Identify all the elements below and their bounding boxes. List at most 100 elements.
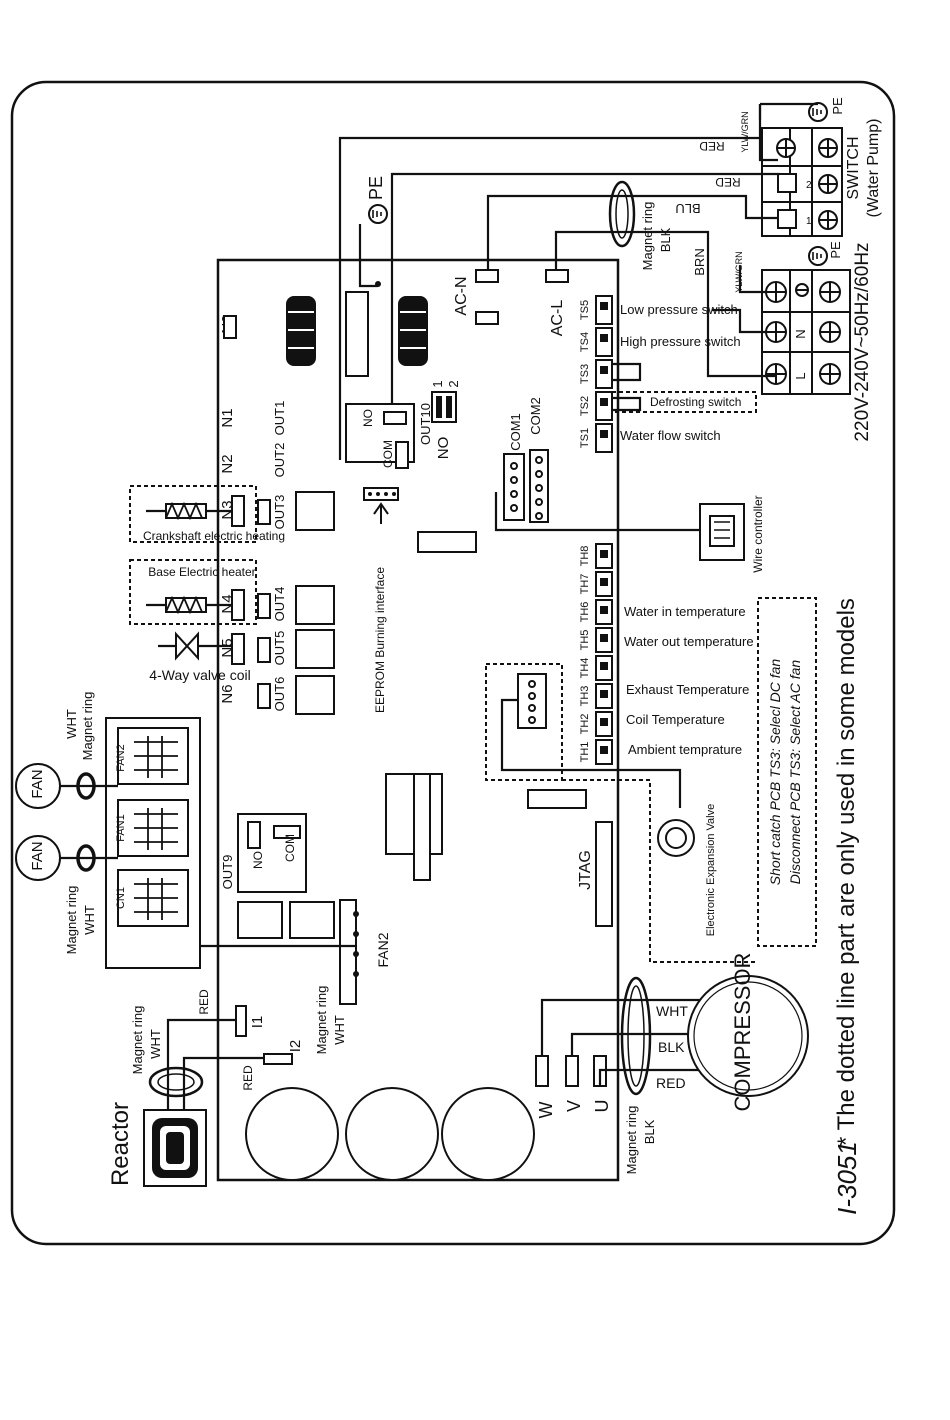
n4-connector — [231, 589, 245, 621]
fan-connector-pins — [134, 736, 178, 920]
defrosting-switch-label: Defrosting switch — [650, 395, 741, 409]
ts2-label: TS2 — [579, 396, 591, 416]
cn1-connector-label: CN1 — [115, 887, 127, 909]
terminal-n-label: N — [793, 329, 808, 338]
out2-label: OUT2 — [272, 443, 287, 478]
power-supply-label: 220V-240V~50Hz/60Hz — [852, 242, 873, 441]
exv-coil-icon — [657, 819, 695, 857]
n-power-wire — [712, 308, 766, 334]
th3-label: TH3 — [579, 686, 591, 707]
base-heater-dotted-box — [129, 559, 257, 625]
ts3-label: TS3 — [579, 364, 591, 384]
v-label: V — [564, 1100, 584, 1112]
fan-note-line2: Disconnect PCB TS3: Select AC fan — [787, 660, 803, 885]
compressor-ring-label: Magnet ring — [624, 1106, 639, 1175]
eeprom-connector — [363, 487, 399, 501]
out10-connector — [431, 391, 457, 423]
u-label: U — [592, 1100, 612, 1113]
fan-note-dotted-box — [757, 597, 817, 947]
jtag-label: JTAG — [577, 850, 594, 890]
water-out-temp-label: Water out temperature — [624, 634, 754, 649]
fan2-board-label: FAN2 — [375, 932, 391, 967]
ac-l-label: AC-L — [549, 300, 566, 337]
out3-label: OUT3 — [272, 495, 287, 530]
relay-com-label: COM — [381, 440, 395, 468]
switch-terminal-block: 2 1 PE YLW/GRN SWITCH (Water Pump) RED R… — [699, 97, 882, 237]
th2-label: TH2 — [579, 714, 591, 735]
out10-no-label: NO — [435, 437, 452, 460]
w-label: W — [536, 1102, 556, 1119]
switch-terminal-2: 2 — [806, 180, 812, 191]
four-way-valve-label: 4-Way valve coil — [149, 667, 250, 683]
coil-temp-label: Coil Temperature — [626, 712, 725, 727]
capacitor — [345, 1087, 439, 1181]
water-in-temp-label: Water in temperature — [624, 604, 746, 619]
magnet-ring-fan-upper — [76, 772, 96, 800]
reactor-ring-label: Magnet ring — [130, 1006, 145, 1075]
switch-ylwgrn-label: YLW/GRN — [740, 111, 750, 152]
low-pressure-switch-label: Low pressure switch — [620, 302, 738, 317]
reactor-ring-color: WHT — [148, 1029, 163, 1059]
ts4-label: TS4 — [579, 332, 591, 352]
crankshaft-dotted-box — [129, 485, 257, 543]
ground-icon — [808, 102, 828, 122]
th4-label: TH4 — [579, 658, 591, 679]
w-connector — [535, 1055, 549, 1087]
wire-brn-label: BRN — [692, 248, 707, 275]
ac-n-connector — [475, 269, 499, 283]
wire-blu-label: BLU — [675, 201, 700, 216]
crankshaft-label: Crankshaft electric heating — [143, 529, 285, 543]
figure-id: I-3051 — [832, 1141, 862, 1215]
power-pe-label: PE — [828, 241, 843, 259]
heater-icon — [165, 501, 207, 521]
switch-title: SWITCH — [845, 136, 862, 199]
pcb-board — [216, 258, 620, 1182]
exv-label: Electronic Expansion Valve — [705, 804, 717, 936]
ambient-temp-label: Ambient temprature — [628, 742, 742, 757]
ts5-label: TS5 — [579, 300, 591, 320]
magnet-ring-fan-upper-label: Magnet ring — [80, 692, 95, 761]
fan2-connector-label: FAN2 — [115, 744, 127, 772]
n4-label: N4 — [219, 594, 236, 613]
switch-wire-red-1 — [338, 136, 762, 460]
terminal-l-label: L — [793, 372, 808, 379]
th7-label: TH7 — [579, 574, 591, 595]
exhaust-temp-label: Exhaust Temperature — [626, 682, 749, 697]
jtag-connector — [595, 821, 613, 927]
compressor-wire-wht: WHT — [656, 1003, 688, 1019]
capacitor — [441, 1087, 535, 1181]
n3-connector — [231, 495, 245, 527]
magnet-ring-fan-upper-color: WHT — [64, 709, 79, 739]
blu-wire — [486, 194, 778, 270]
fan1-connector-label: FAN1 — [115, 814, 127, 842]
arrow-up-icon — [373, 502, 389, 524]
ac-n-label: AC-N — [453, 276, 470, 315]
ts1-label: TS1 — [579, 428, 591, 448]
compressor-icon — [687, 975, 809, 1097]
board-ground-icon — [368, 204, 388, 224]
base-heater-label: Base Electric heater — [148, 565, 255, 579]
v-connector — [565, 1055, 579, 1087]
out9-label: OUT9 — [220, 855, 235, 890]
n3-label: N3 — [219, 500, 236, 519]
screw-terminal-icon — [765, 281, 841, 385]
out1-label: OUT1 — [272, 401, 287, 436]
switch-ylwgrn-wire — [758, 104, 778, 162]
page-frame — [10, 80, 896, 1246]
i2-red-label: RED — [241, 1065, 255, 1091]
compressor-wire-blk: BLK — [658, 1039, 685, 1055]
coil-icon — [398, 296, 428, 366]
out5-label: OUT5 — [272, 631, 287, 666]
i1-connector — [235, 1005, 247, 1037]
magnet-ring-top — [608, 180, 636, 248]
heater-icon — [165, 595, 207, 615]
capacitor — [245, 1087, 339, 1181]
magnet-ring-mid-label: Magnet ring — [314, 986, 329, 1055]
out9-no-label: NO — [251, 851, 265, 869]
magnet-ring-top-color: BLK — [658, 227, 673, 252]
magnet-ring-fan-lower-color: WHT — [82, 905, 97, 935]
relay-no-label: NO — [361, 409, 375, 427]
switch-wire-red-2 — [390, 172, 780, 410]
out9-com-label: COM — [283, 834, 297, 862]
